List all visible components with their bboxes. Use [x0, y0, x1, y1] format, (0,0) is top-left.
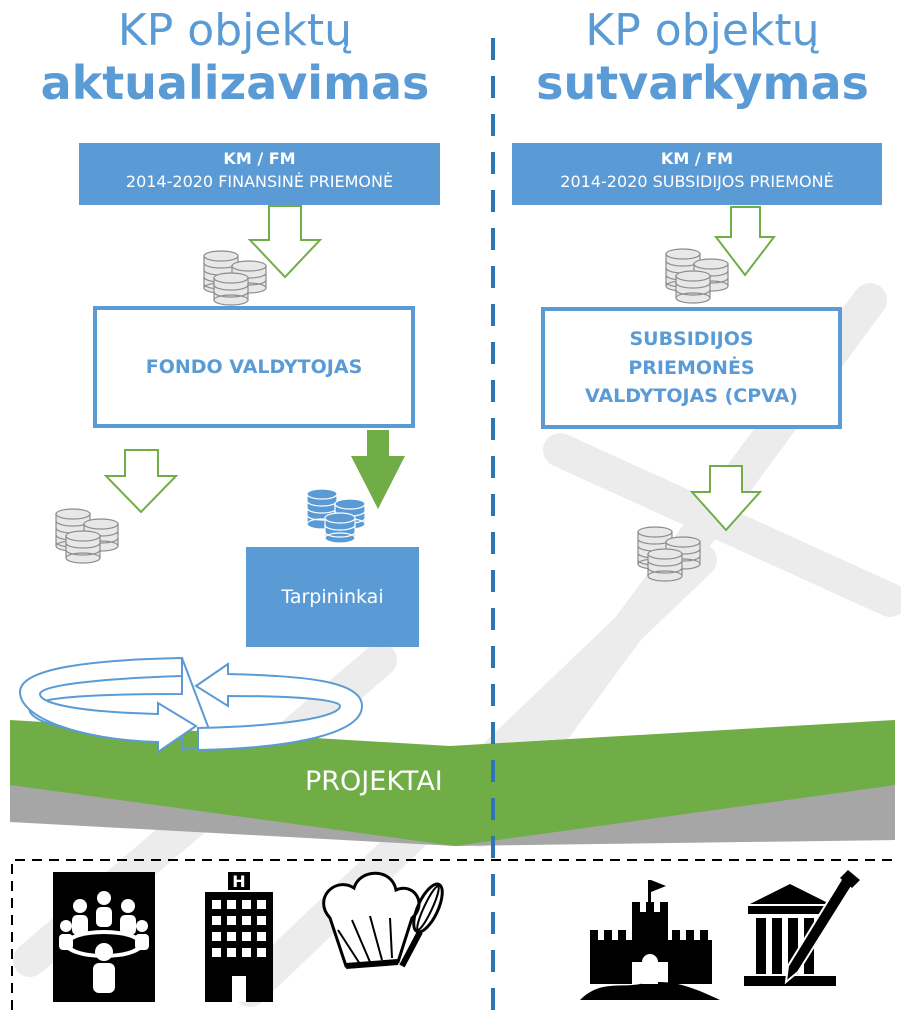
arrow-down-icon: [713, 206, 777, 277]
coins-icon: [665, 248, 729, 304]
left-banner-line2: 2014-2020 FINANSINĖ PRIEMONĖ: [125, 172, 394, 191]
subsidy-manager-line2: PRIEMONĖS: [628, 356, 755, 379]
right-title-line1: KP objektų: [585, 5, 820, 56]
svg-text:H: H: [232, 872, 245, 891]
intermediaries-label: Tarpininkai: [281, 586, 384, 608]
left-banner: KM / FM 2014-2020 FINANSINĖ PRIEMONĖ: [79, 143, 440, 205]
left-title: KP objektų aktualizavimas: [40, 5, 430, 110]
arrow-down-icon: [689, 465, 763, 532]
projects-label: PROJEKTAI: [305, 766, 443, 797]
chef-hat-whisk-icon: [322, 871, 444, 969]
coins-icon: [55, 508, 119, 564]
left-banner-line1: KM / FM: [223, 149, 296, 168]
right-banner-line2: 2014-2020 SUBSIDIJOS PRIEMONĖ: [560, 172, 834, 191]
subsidy-manager-line3: VALDYTOJAS (CPVA): [585, 385, 798, 408]
icon-frame: [11, 859, 895, 1010]
circular-arrow-icon: [18, 656, 364, 754]
left-title-line2: aktualizavimas: [40, 55, 430, 110]
fund-manager-label: FONDO VALDYTOJAS: [145, 355, 363, 378]
meeting-icon: [53, 872, 155, 1002]
museum-art-icon: [744, 870, 860, 986]
right-banner-line1: KM / FM: [660, 149, 734, 168]
right-title-line2: sutvarkymas: [536, 55, 869, 110]
arrow-down-icon: [103, 449, 179, 514]
subsidy-manager-box: SUBSIDIJOS PRIEMONĖS VALDYTOJAS (CPVA): [541, 307, 842, 429]
coins-icon: [203, 250, 267, 306]
coins-icon: [306, 488, 366, 544]
fund-manager-box: FONDO VALDYTOJAS: [93, 306, 415, 428]
arrow-down-icon: [247, 205, 323, 279]
left-title-line1: KP objektų: [117, 5, 353, 56]
subsidy-manager-line1: SUBSIDIJOS: [629, 328, 754, 351]
intermediaries-box: Tarpininkai: [246, 547, 419, 647]
right-banner: KM / FM 2014-2020 SUBSIDIJOS PRIEMONĖ: [512, 143, 882, 205]
arrow-down-icon: [351, 430, 405, 509]
castle-icon: [580, 880, 720, 1000]
right-title: KP objektų sutvarkymas: [510, 5, 895, 110]
hotel-icon: H: [205, 872, 273, 1002]
